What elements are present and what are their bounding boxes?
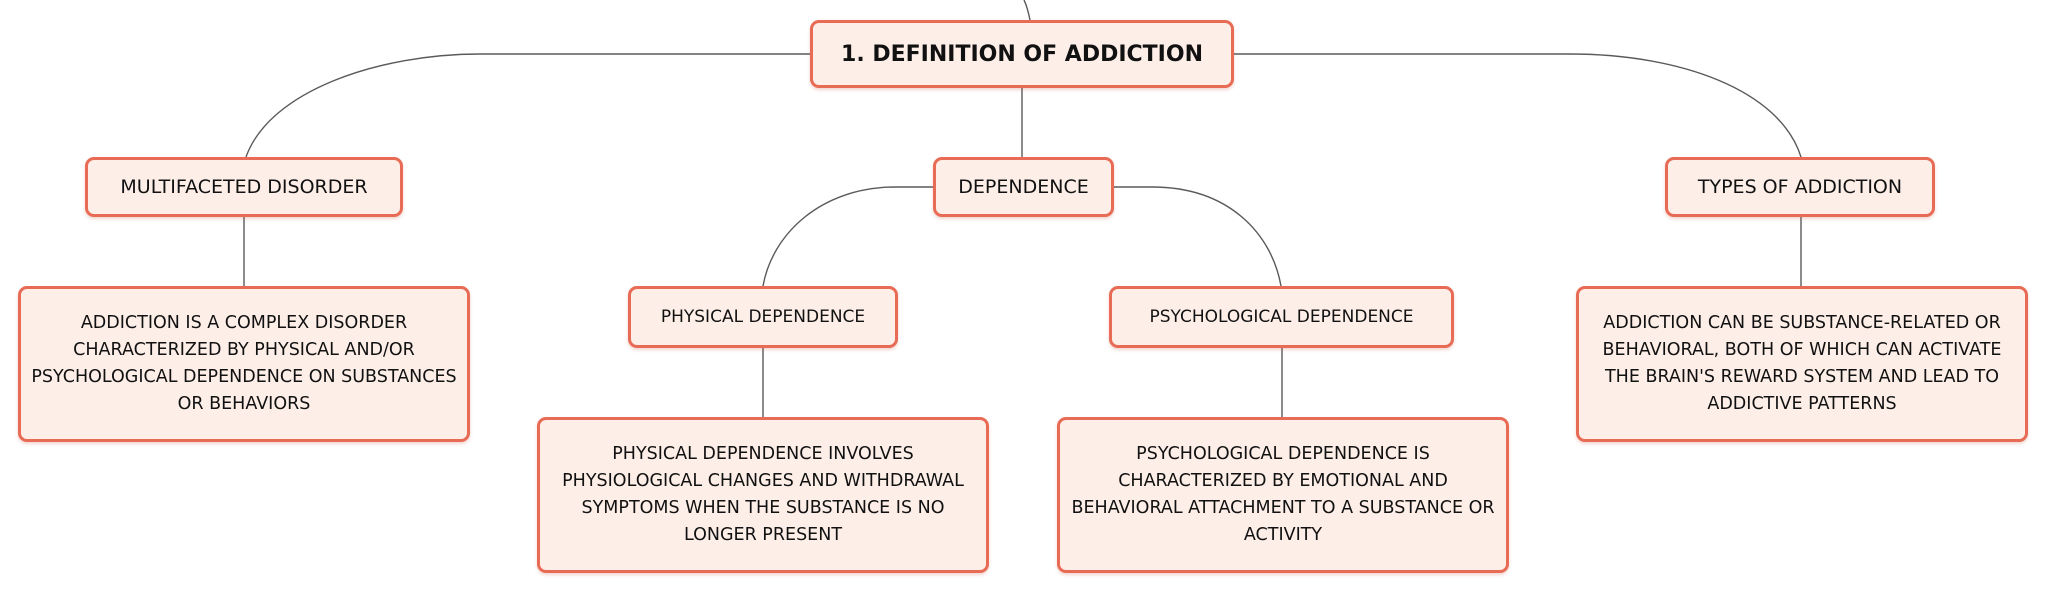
connector-to-parent [1023,0,1031,21]
types-of-addiction-description-node[interactable]: ADDICTION CAN BE SUBSTANCE-RELATED OR BE… [1576,286,2028,442]
psychological-dependence-label: PSYCHOLOGICAL DEPENDENCE [1149,307,1414,327]
connector-root-to-multifaceted [245,53,810,158]
psychological-dependence-description: PSYCHOLOGICAL DEPENDENCE IS CHARACTERIZE… [1071,444,1495,545]
root-node[interactable]: 1. DEFINITION OF ADDICTION [810,20,1234,88]
dependence-node[interactable]: DEPENDENCE [933,157,1114,217]
root-node-label: 1. DEFINITION OF ADDICTION [841,41,1203,67]
connector-dependence-to-physical [762,186,933,287]
connector-root-to-types [1234,53,1802,158]
physical-dependence-description: PHYSICAL DEPENDENCE INVOLVES PHYSIOLOGIC… [562,444,964,545]
multifaceted-disorder-node[interactable]: MULTIFACETED DISORDER [85,157,403,217]
physical-dependence-node[interactable]: PHYSICAL DEPENDENCE [628,286,898,348]
types-of-addiction-label: TYPES OF ADDICTION [1697,176,1903,198]
connector-dependence-to-psychological [1114,186,1282,287]
multifaceted-disorder-label: MULTIFACETED DISORDER [120,176,368,198]
physical-dependence-label: PHYSICAL DEPENDENCE [660,307,866,327]
dependence-label: DEPENDENCE [958,176,1089,198]
multifaceted-disorder-description-node[interactable]: ADDICTION IS A COMPLEX DISORDER CHARACTE… [18,286,470,442]
psychological-dependence-description-node[interactable]: PSYCHOLOGICAL DEPENDENCE IS CHARACTERIZE… [1057,417,1509,573]
types-of-addiction-node[interactable]: TYPES OF ADDICTION [1665,157,1935,217]
physical-dependence-description-node[interactable]: PHYSICAL DEPENDENCE INVOLVES PHYSIOLOGIC… [537,417,989,573]
multifaceted-disorder-description: ADDICTION IS A COMPLEX DISORDER CHARACTE… [31,313,457,414]
psychological-dependence-node[interactable]: PSYCHOLOGICAL DEPENDENCE [1109,286,1454,348]
types-of-addiction-description: ADDICTION CAN BE SUBSTANCE-RELATED OR BE… [1602,313,2002,414]
